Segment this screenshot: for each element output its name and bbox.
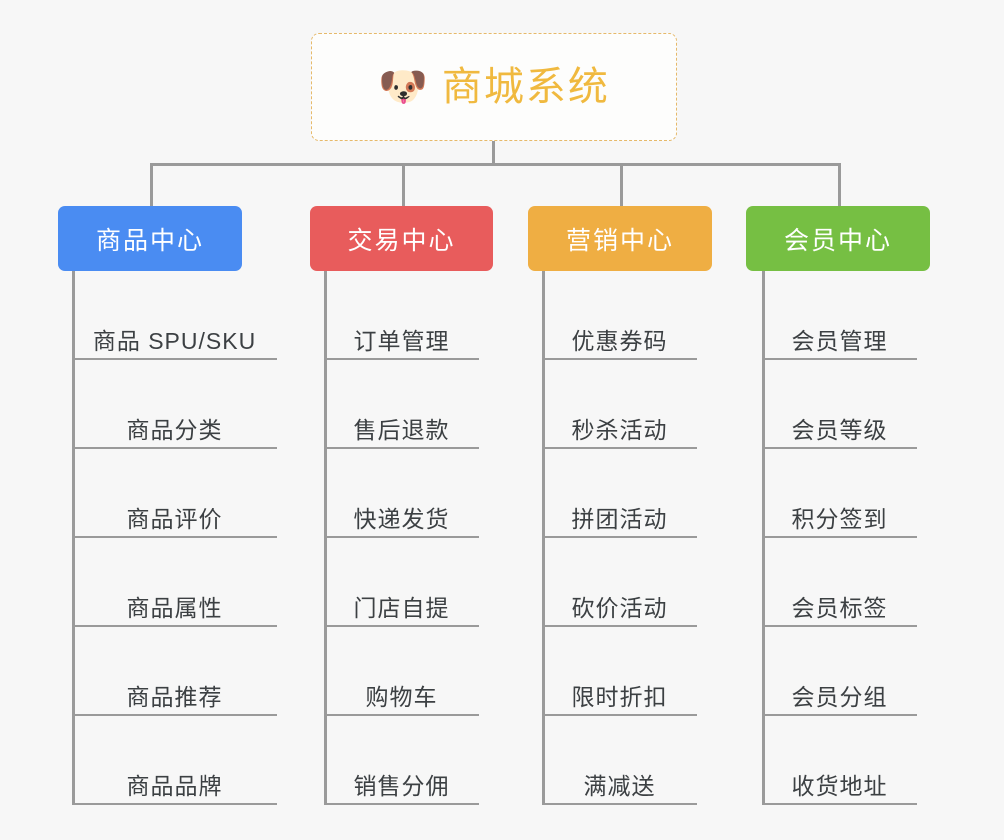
leaf-item[interactable]: 会员等级 bbox=[762, 360, 917, 449]
leaf-item-label: 秒杀活动 bbox=[571, 416, 668, 443]
leaf-item-label: 门店自提 bbox=[353, 594, 450, 621]
leaf-item[interactable]: 商品评价 bbox=[72, 449, 277, 538]
leaf-column-2: 订单管理售后退款快递发货门店自提购物车销售分佣 bbox=[324, 271, 479, 805]
leaf-item[interactable]: 秒杀活动 bbox=[542, 360, 697, 449]
leaf-item-label: 商品属性 bbox=[126, 594, 223, 621]
leaf-item-label: 快递发货 bbox=[353, 505, 450, 532]
root-node-title: 商城系统 bbox=[441, 65, 610, 109]
leaf-item[interactable]: 商品分类 bbox=[72, 360, 277, 449]
connector-spine-4 bbox=[762, 271, 765, 805]
connector-drop-2 bbox=[402, 163, 405, 206]
leaf-item[interactable]: 满减送 bbox=[542, 716, 697, 805]
connector-spine-2 bbox=[324, 271, 327, 805]
category-box-3[interactable]: 营销中心 bbox=[528, 206, 712, 271]
leaf-item[interactable]: 拼团活动 bbox=[542, 449, 697, 538]
leaf-item-label: 优惠券码 bbox=[571, 327, 668, 354]
leaf-item[interactable]: 商品 SPU/SKU bbox=[72, 271, 277, 360]
leaf-item[interactable]: 会员标签 bbox=[762, 538, 917, 627]
category-box-label: 会员中心 bbox=[783, 226, 892, 255]
leaf-item-label: 会员等级 bbox=[791, 416, 888, 443]
leaf-item-label: 售后退款 bbox=[353, 416, 450, 443]
leaf-item[interactable]: 快递发货 bbox=[324, 449, 479, 538]
leaf-item-label: 商品 SPU/SKU bbox=[92, 327, 257, 354]
leaf-item[interactable]: 销售分佣 bbox=[324, 716, 479, 805]
leaf-item-label: 商品推荐 bbox=[126, 683, 223, 710]
category-box-1[interactable]: 商品中心 bbox=[58, 206, 242, 271]
leaf-item[interactable]: 商品属性 bbox=[72, 538, 277, 627]
leaf-item-label: 商品分类 bbox=[126, 416, 223, 443]
leaf-item[interactable]: 订单管理 bbox=[324, 271, 479, 360]
leaf-item-label: 满减送 bbox=[583, 772, 656, 799]
leaf-item-label: 拼团活动 bbox=[571, 505, 668, 532]
leaf-item[interactable]: 商品品牌 bbox=[72, 716, 277, 805]
category-box-label: 营销中心 bbox=[565, 226, 674, 255]
leaf-item-label: 会员标签 bbox=[791, 594, 888, 621]
leaf-item[interactable]: 积分签到 bbox=[762, 449, 917, 538]
leaf-item[interactable]: 会员分组 bbox=[762, 627, 917, 716]
leaf-item[interactable]: 限时折扣 bbox=[542, 627, 697, 716]
category-box-label: 交易中心 bbox=[347, 226, 456, 255]
leaf-item[interactable]: 收货地址 bbox=[762, 716, 917, 805]
leaf-column-3: 优惠券码秒杀活动拼团活动砍价活动限时折扣满减送 bbox=[542, 271, 697, 805]
leaf-item-label: 砍价活动 bbox=[571, 594, 668, 621]
shiba-dog-face-icon: 🐶 bbox=[378, 65, 428, 109]
leaf-item[interactable]: 售后退款 bbox=[324, 360, 479, 449]
leaf-item[interactable]: 优惠券码 bbox=[542, 271, 697, 360]
leaf-item-label: 收货地址 bbox=[791, 772, 888, 799]
leaf-item-label: 商品评价 bbox=[126, 505, 223, 532]
category-box-label: 商品中心 bbox=[95, 226, 204, 255]
leaf-item-label: 限时折扣 bbox=[571, 683, 668, 710]
leaf-item-label: 会员分组 bbox=[791, 683, 888, 710]
leaf-item-label: 商品品牌 bbox=[126, 772, 223, 799]
connector-drop-3 bbox=[620, 163, 623, 206]
category-box-2[interactable]: 交易中心 bbox=[310, 206, 493, 271]
leaf-item[interactable]: 商品推荐 bbox=[72, 627, 277, 716]
leaf-item-label: 订单管理 bbox=[353, 327, 450, 354]
connector-drop-4 bbox=[838, 163, 841, 206]
leaf-column-1: 商品 SPU/SKU 商品分类商品评价商品属性商品推荐商品品牌 bbox=[72, 271, 277, 805]
leaf-item[interactable]: 门店自提 bbox=[324, 538, 479, 627]
connector-drop-1 bbox=[150, 163, 153, 206]
connector-horizontal-bus bbox=[150, 163, 841, 166]
leaf-column-4: 会员管理会员等级积分签到会员标签会员分组收货地址 bbox=[762, 271, 917, 805]
leaf-item-label: 销售分佣 bbox=[353, 772, 450, 799]
connector-root-stem bbox=[492, 141, 495, 165]
connector-spine-1 bbox=[72, 271, 75, 805]
category-box-4[interactable]: 会员中心 bbox=[746, 206, 930, 271]
root-node[interactable]: 🐶 商城系统 bbox=[311, 33, 677, 141]
leaf-item[interactable]: 砍价活动 bbox=[542, 538, 697, 627]
connector-spine-3 bbox=[542, 271, 545, 805]
leaf-item[interactable]: 购物车 bbox=[324, 627, 479, 716]
leaf-item[interactable]: 会员管理 bbox=[762, 271, 917, 360]
leaf-item-label: 会员管理 bbox=[791, 327, 888, 354]
leaf-item-label: 积分签到 bbox=[791, 505, 888, 532]
leaf-item-label: 购物车 bbox=[365, 683, 438, 710]
